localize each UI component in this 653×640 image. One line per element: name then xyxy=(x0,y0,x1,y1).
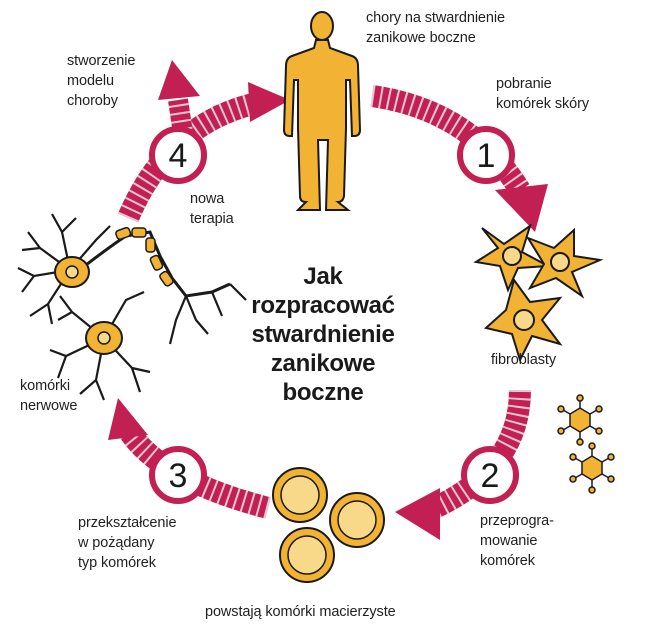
fibroblast-cell xyxy=(483,277,563,363)
patient-figure-icon xyxy=(282,11,362,211)
fibroblast-cell xyxy=(525,227,604,299)
step-badge-4: 4 xyxy=(149,126,207,184)
arrowhead xyxy=(158,60,200,100)
step-number: 4 xyxy=(169,137,188,175)
myelin-sheath xyxy=(115,226,174,287)
arrowhead xyxy=(395,488,440,540)
arrowhead xyxy=(495,184,548,232)
step-number: 1 xyxy=(477,137,496,175)
step-badge-1: 1 xyxy=(457,126,515,184)
neuron-cells-icon xyxy=(17,213,247,401)
step-badge-3: 3 xyxy=(149,446,207,504)
molecule-icon xyxy=(557,394,615,494)
neurons-label: komórki nerwowe xyxy=(20,378,78,414)
fibroblast-cells-icon xyxy=(473,223,604,363)
patient-label: chory na stwardnienie zanikowe boczne xyxy=(366,10,505,46)
step-number: 2 xyxy=(481,457,500,495)
step-4-label: nowa terapia xyxy=(190,191,234,227)
step-1-label: pobranie komórek skóry xyxy=(496,76,589,112)
stem-cells-icon xyxy=(272,467,385,583)
arrowhead xyxy=(248,82,290,122)
step-2-label: przeprogra- mowanie komórek xyxy=(480,513,554,569)
step-3-label: przekształcenie w pożądany typ komórek xyxy=(78,515,177,571)
stem-cell xyxy=(272,467,328,523)
diagram-title: Jak rozpracować stwardnienie zanikowe bo… xyxy=(251,263,395,406)
stem-cells-label: powstają komórki macierzyste xyxy=(205,604,396,620)
stem-cell xyxy=(329,492,385,548)
step-badge-2: 2 xyxy=(461,446,519,504)
arrowhead xyxy=(108,398,148,440)
step-number: 3 xyxy=(169,457,188,495)
model-label: stworzenie modelu choroby xyxy=(67,53,136,109)
fibroblast-cell xyxy=(473,223,552,293)
fibroblasts-label: fibroblasty xyxy=(491,352,556,368)
stem-cell xyxy=(279,527,335,583)
